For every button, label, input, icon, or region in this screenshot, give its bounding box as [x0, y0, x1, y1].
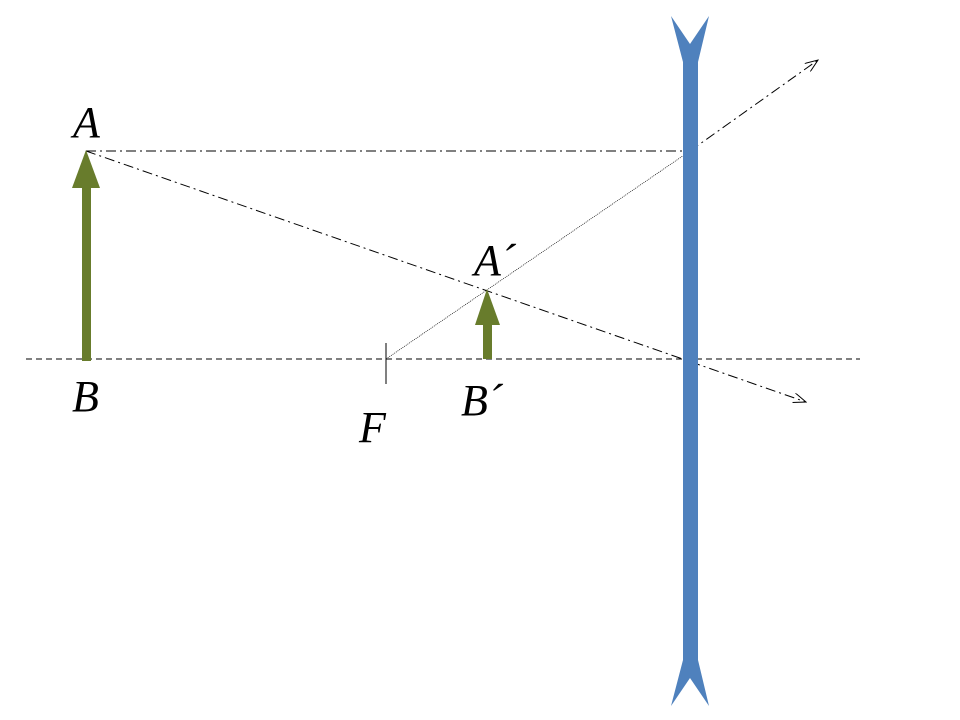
image-arrow: [475, 289, 500, 359]
label-f: F: [358, 403, 387, 452]
label-a-prime: A´: [471, 236, 517, 285]
object-arrow: [72, 150, 100, 361]
ray-refracted: [689, 60, 818, 152]
label-b-prime: B´: [461, 376, 504, 425]
construction-line-from-focus: [385, 150, 691, 360]
label-b: B: [72, 372, 99, 421]
label-a: A: [70, 98, 101, 147]
diverging-lens: [671, 16, 709, 706]
